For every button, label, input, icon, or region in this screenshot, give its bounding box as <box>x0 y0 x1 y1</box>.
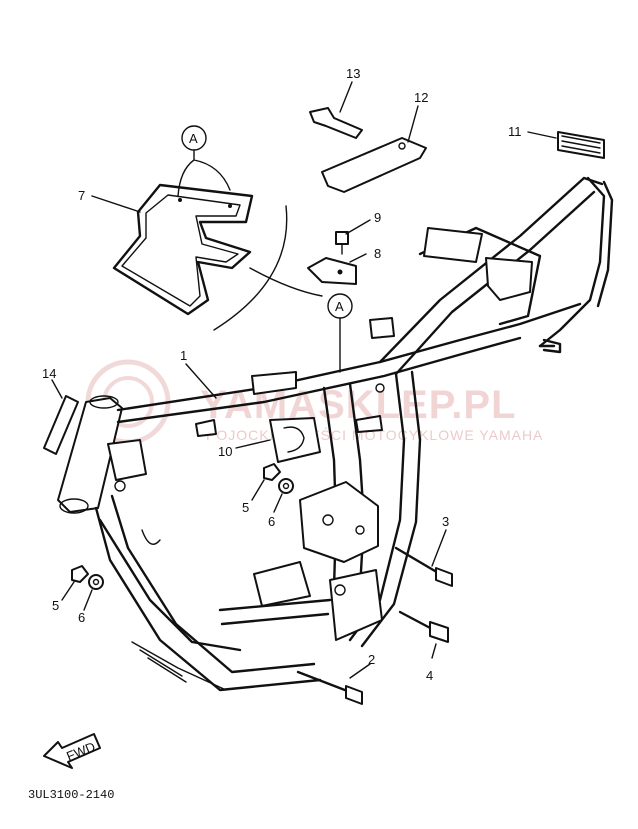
main-frame <box>57 176 614 692</box>
callout-1: 1 <box>180 348 187 363</box>
frame-cover-sheet <box>112 183 288 331</box>
leader-lines <box>51 81 557 679</box>
callout-14: 14 <box>42 366 56 381</box>
callout-12: 12 <box>414 90 428 105</box>
callout-10: 10 <box>218 444 232 459</box>
reference-mark-upper-text: A <box>189 131 198 146</box>
damper <box>269 417 321 463</box>
tool-bag <box>321 137 427 193</box>
callout-3: 3 <box>442 514 449 529</box>
washer-6-lower <box>88 574 104 590</box>
reference-mark-lower-text: A <box>335 299 344 314</box>
callout-5-lower: 5 <box>52 598 59 613</box>
bracket-8 <box>307 257 357 285</box>
callouts: 1 2 3 4 5 6 5 6 7 8 9 10 11 12 13 14 <box>42 66 522 683</box>
callout-8: 8 <box>374 246 381 261</box>
nut-5-lower <box>71 565 89 583</box>
strap <box>309 107 363 139</box>
callout-7: 7 <box>78 188 85 203</box>
fwd-arrow-icon: FWD <box>43 733 101 769</box>
bolt-2 <box>296 670 363 705</box>
frame-pad <box>557 131 605 159</box>
washer-6-upper <box>278 478 294 494</box>
bolt-9 <box>335 231 349 255</box>
nut-5-upper <box>263 463 281 481</box>
callout-11: 11 <box>508 124 522 139</box>
reference-mark-lower: A <box>249 267 353 373</box>
bolt-4 <box>398 610 449 643</box>
callout-4: 4 <box>426 668 433 683</box>
callout-2: 2 <box>368 652 375 667</box>
callout-5-upper: 5 <box>242 500 249 515</box>
label-plate <box>43 395 79 455</box>
reference-mark-upper: A <box>177 125 231 197</box>
callout-13: 13 <box>346 66 360 81</box>
diagram-code: 3UL3100-2140 <box>28 788 114 802</box>
callout-6-lower: 6 <box>78 610 85 625</box>
callout-9: 9 <box>374 210 381 225</box>
callout-6-upper: 6 <box>268 514 275 529</box>
fwd-label: FWD <box>64 739 97 764</box>
bolt-3 <box>394 546 453 587</box>
